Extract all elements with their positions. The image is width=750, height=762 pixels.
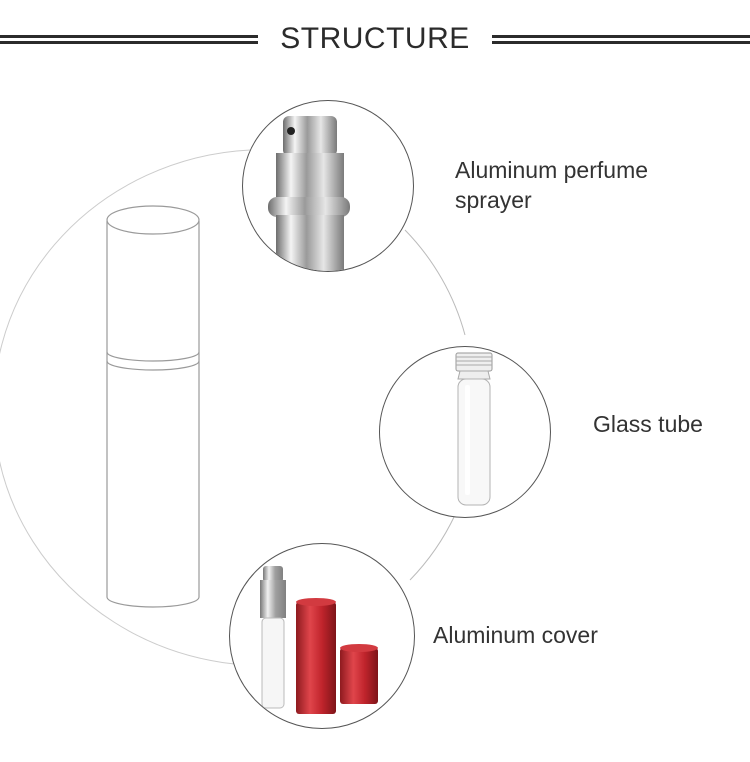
section-title: STRUCTURE <box>280 22 470 55</box>
bottle-outline <box>106 205 200 608</box>
sprayer-label: Aluminum perfume sprayer <box>455 155 715 215</box>
glass-tube-image-circle <box>379 346 551 518</box>
section-header: STRUCTURE <box>0 20 750 64</box>
aluminum-cover-image-circle <box>229 543 415 729</box>
header-rule-right <box>492 35 750 44</box>
connector-arc-right-lower <box>409 514 456 581</box>
connector-arc-right <box>404 229 466 336</box>
aluminum-cover-image <box>260 566 378 714</box>
glass-tube-label: Glass tube <box>593 411 703 437</box>
connector-arc <box>0 149 331 667</box>
glass-tube-image <box>455 352 493 506</box>
aluminum-cover-label: Aluminum cover <box>433 622 598 648</box>
sprayer-label-line2: sprayer <box>455 187 532 213</box>
sprayer-label-line1: Aluminum perfume <box>455 157 649 183</box>
header-rule-left <box>0 35 258 44</box>
sprayer-image <box>268 116 350 271</box>
sprayer-image-circle <box>242 100 414 272</box>
